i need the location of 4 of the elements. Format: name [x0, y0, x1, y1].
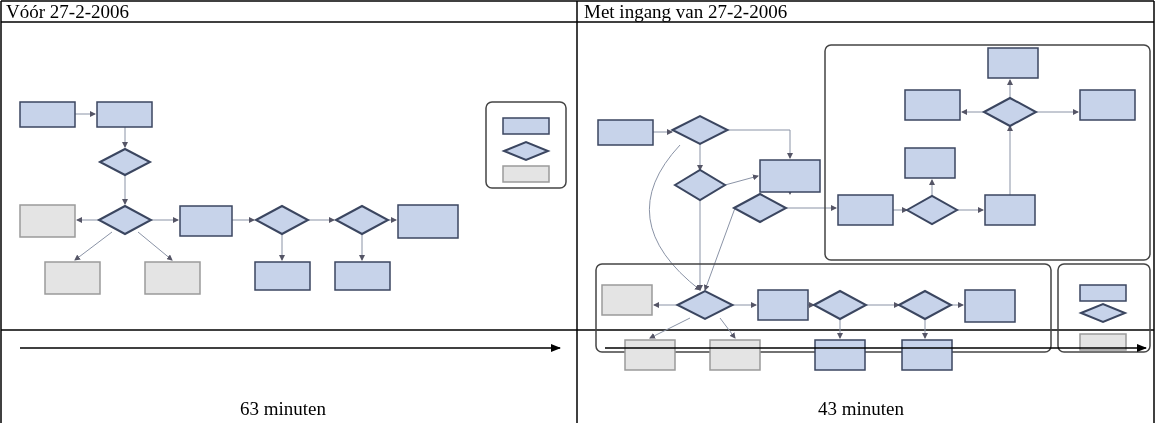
column-header: Vóór 27-2-2006 [6, 1, 129, 23]
duration-label: 43 minuten [818, 398, 905, 420]
column-header: Met ingang van 27-2-2006 [584, 1, 788, 23]
duration-label: 63 minuten [240, 398, 327, 420]
